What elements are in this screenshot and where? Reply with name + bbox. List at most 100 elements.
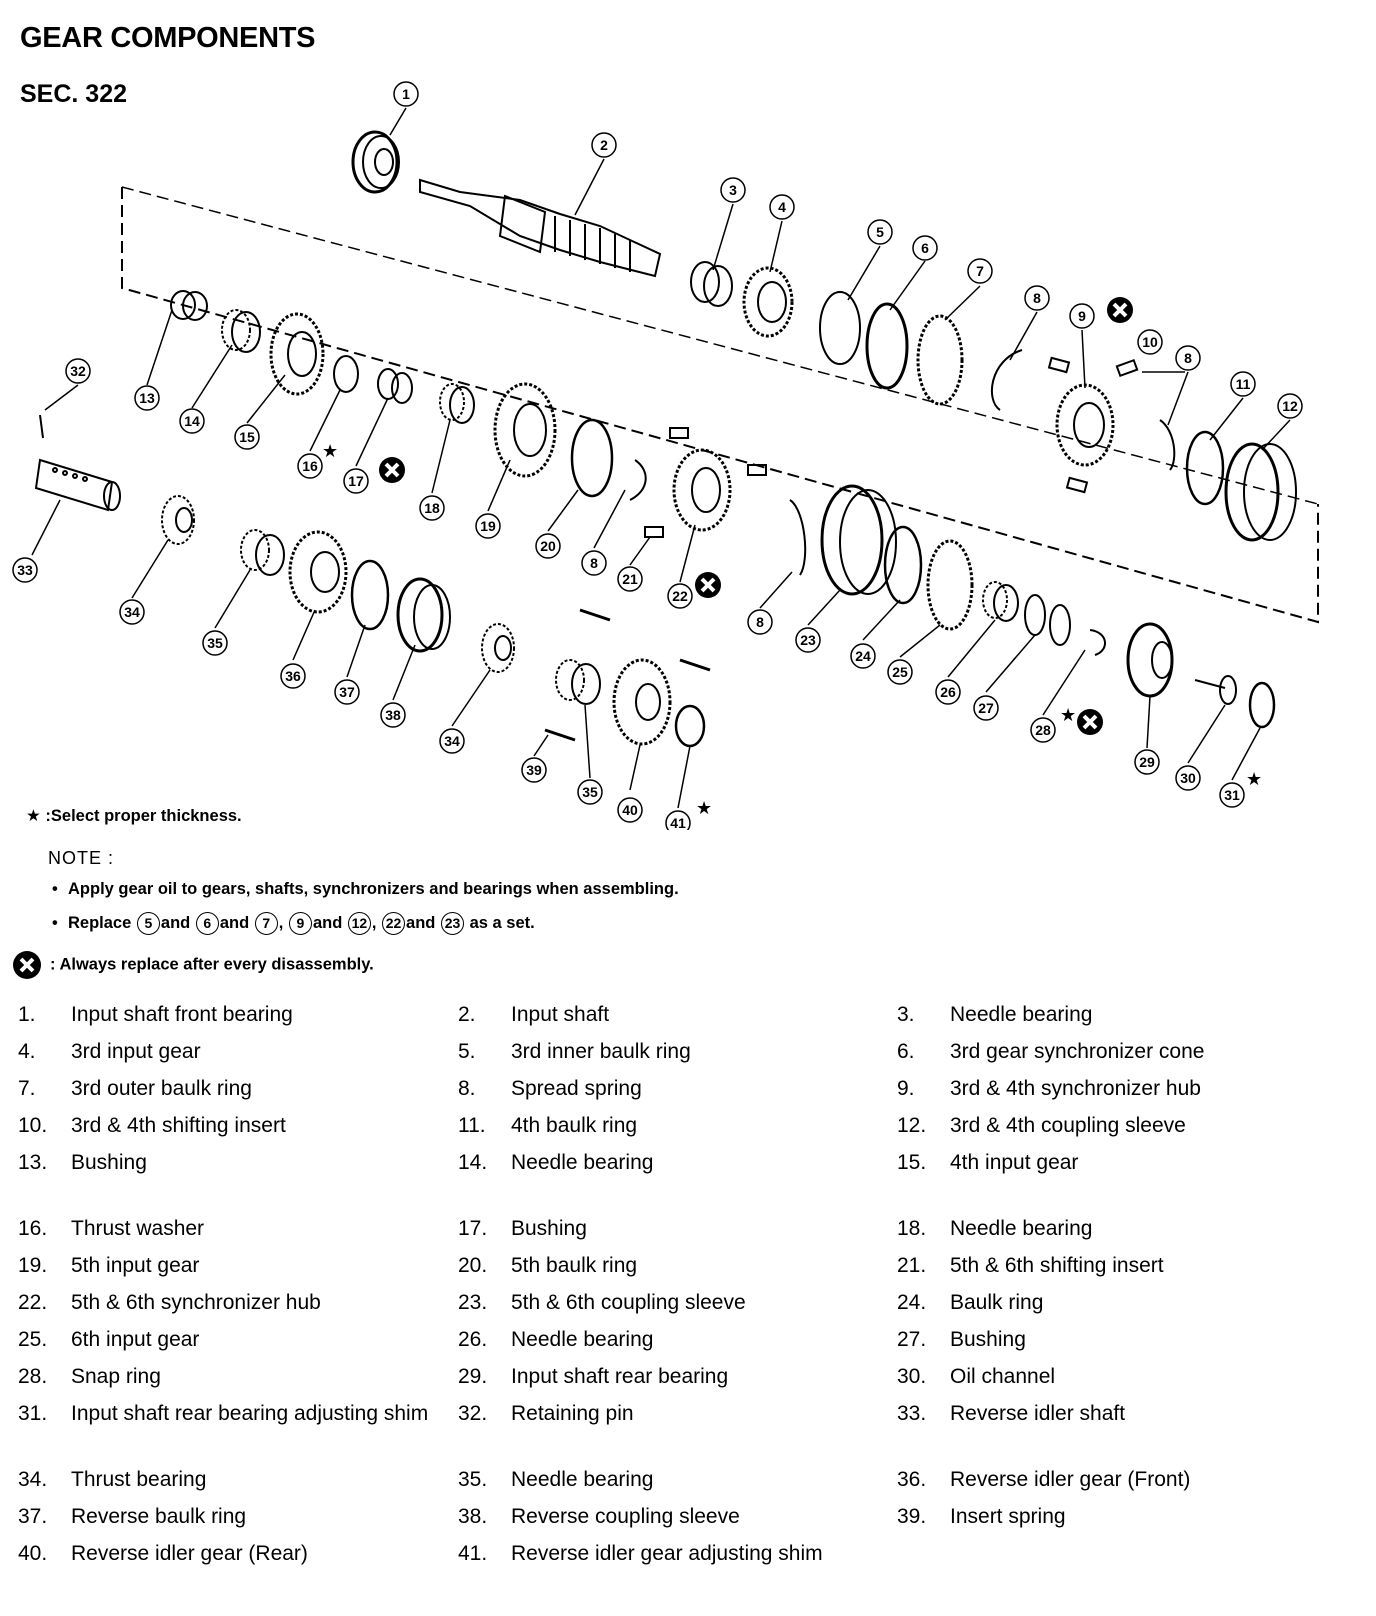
- star-31: ★: [1246, 769, 1262, 790]
- part-number: 39.: [897, 1505, 927, 1528]
- part-36-gear-shape: [288, 530, 348, 614]
- callout-33: 33: [12, 557, 38, 583]
- callout-25: 25: [887, 659, 913, 685]
- star-28: ★: [1060, 705, 1076, 726]
- part-8d-spring-shape: [789, 499, 807, 576]
- callout-number: 21: [622, 571, 638, 587]
- part-number: 12.: [897, 1114, 927, 1137]
- bullet-icon: •: [52, 880, 58, 898]
- callout-30: 30: [1175, 765, 1201, 791]
- callout-number: 40: [622, 802, 638, 818]
- part-number: 27.: [897, 1328, 927, 1351]
- part-name: 5th baulk ring: [511, 1254, 638, 1277]
- part-name: 3rd inner baulk ring: [511, 1040, 691, 1063]
- note-2-suffix: as a set.: [469, 913, 535, 932]
- part-number: 13.: [18, 1151, 48, 1174]
- callout-number: 38: [385, 707, 401, 723]
- part-name: Reverse baulk ring: [71, 1505, 247, 1528]
- callout-number: 11: [1236, 376, 1251, 392]
- callout-number: 17: [348, 473, 364, 489]
- part-37-ring-shape: [350, 559, 390, 631]
- part-name: 6th input gear: [71, 1328, 200, 1351]
- callout-34: 34: [439, 728, 465, 754]
- part-number: 28.: [18, 1365, 48, 1388]
- part-number: 1.: [18, 1003, 36, 1026]
- page-title: GEAR COMPONENTS: [20, 22, 316, 54]
- callout-number: 37: [339, 684, 355, 700]
- part-name: Insert spring: [950, 1505, 1066, 1528]
- callout-number: 4: [778, 199, 786, 215]
- part-number: 29.: [458, 1365, 488, 1388]
- part-25-gear-shape: [926, 539, 974, 631]
- note-and: and: [160, 913, 191, 932]
- part-name: Reverse idler shaft: [950, 1402, 1126, 1425]
- callout-number: 26: [940, 684, 956, 700]
- part-number: 11.: [458, 1114, 486, 1137]
- replace-marker-17: [379, 457, 405, 483]
- part-name: Needle bearing: [950, 1003, 1093, 1026]
- callout-28: 28: [1030, 717, 1056, 743]
- callout-number: 12: [1282, 398, 1298, 414]
- callout-2: 2: [591, 132, 617, 158]
- part-9-hub-shape: [1055, 383, 1115, 467]
- part-24-ring-shape: [883, 525, 923, 605]
- part-35b-needle-shape: [555, 659, 601, 705]
- callout-12: 12: [1277, 393, 1303, 419]
- part-name: 3rd outer baulk ring: [71, 1077, 252, 1100]
- callout-3: 3: [720, 177, 746, 203]
- callout-number: 10: [1142, 334, 1158, 350]
- callout-19: 19: [475, 513, 501, 539]
- callout-39: 39: [521, 757, 547, 783]
- part-number: 17.: [458, 1217, 488, 1240]
- note-num-9: 9: [288, 912, 312, 935]
- part-number: 9.: [897, 1077, 915, 1100]
- part-number: 14.: [458, 1151, 488, 1174]
- callout-number: 36: [285, 668, 301, 684]
- exploded-gear-diagram: 1234567891081112131415161718192082122832…: [12, 81, 1319, 830]
- part-14-needle-shape: [221, 309, 261, 353]
- part-name: 5th input gear: [71, 1254, 200, 1277]
- part-name: 4th input gear: [950, 1151, 1079, 1174]
- callout-number: 33: [17, 562, 33, 578]
- part-5-ring-shape: [819, 291, 861, 365]
- part-number: 10.: [18, 1114, 48, 1137]
- part-40-gear-shape: [612, 658, 672, 746]
- replace-legend-text: : Always replace after every disassembly…: [50, 955, 374, 974]
- part-name: Reverse idler gear (Front): [950, 1468, 1191, 1491]
- part-number: 35.: [458, 1468, 488, 1491]
- callout-number: 7: [976, 263, 984, 279]
- callout-35: 35: [577, 779, 603, 805]
- callout-9: 9: [1069, 303, 1095, 329]
- callout-5: 5: [867, 219, 893, 245]
- part-number: 21.: [897, 1254, 927, 1277]
- part-name: Thrust washer: [71, 1217, 205, 1240]
- callout-8: 8: [581, 550, 607, 576]
- part-38-sleeve-shape: [396, 577, 451, 653]
- callout-number: 25: [892, 664, 908, 680]
- part-name: Needle bearing: [511, 1328, 654, 1351]
- callout-20: 20: [535, 533, 561, 559]
- callout-number: 22: [672, 588, 688, 604]
- callout-14: 14: [179, 408, 205, 434]
- part-number: 8.: [458, 1077, 476, 1100]
- note-heading: NOTE :: [48, 848, 115, 868]
- star-icon: ★: [26, 807, 41, 825]
- callout-16: 16: [297, 453, 323, 479]
- part-name: Needle bearing: [511, 1468, 654, 1491]
- part-31-shim-shape: [1248, 681, 1276, 729]
- callout-31: 31: [1219, 782, 1245, 808]
- part-2-shaft-shape: [419, 178, 662, 278]
- callout-23: 23: [795, 627, 821, 653]
- callout-number: 39: [526, 762, 542, 778]
- part-number: 37.: [18, 1505, 48, 1528]
- note-line-1: •Apply gear oil to gears, shafts, synchr…: [52, 880, 679, 899]
- replace-marker-9: [1107, 297, 1133, 323]
- callout-number: 8: [756, 614, 764, 630]
- callout-number: 30: [1180, 770, 1196, 786]
- part-32-pin-shape: [39, 414, 44, 439]
- callout-21: 21: [617, 566, 643, 592]
- callout-number: 31: [1224, 787, 1240, 803]
- part-name: 5th & 6th synchronizer hub: [71, 1291, 321, 1314]
- callout-15: 15: [234, 424, 260, 450]
- callout-number: 34: [444, 733, 460, 749]
